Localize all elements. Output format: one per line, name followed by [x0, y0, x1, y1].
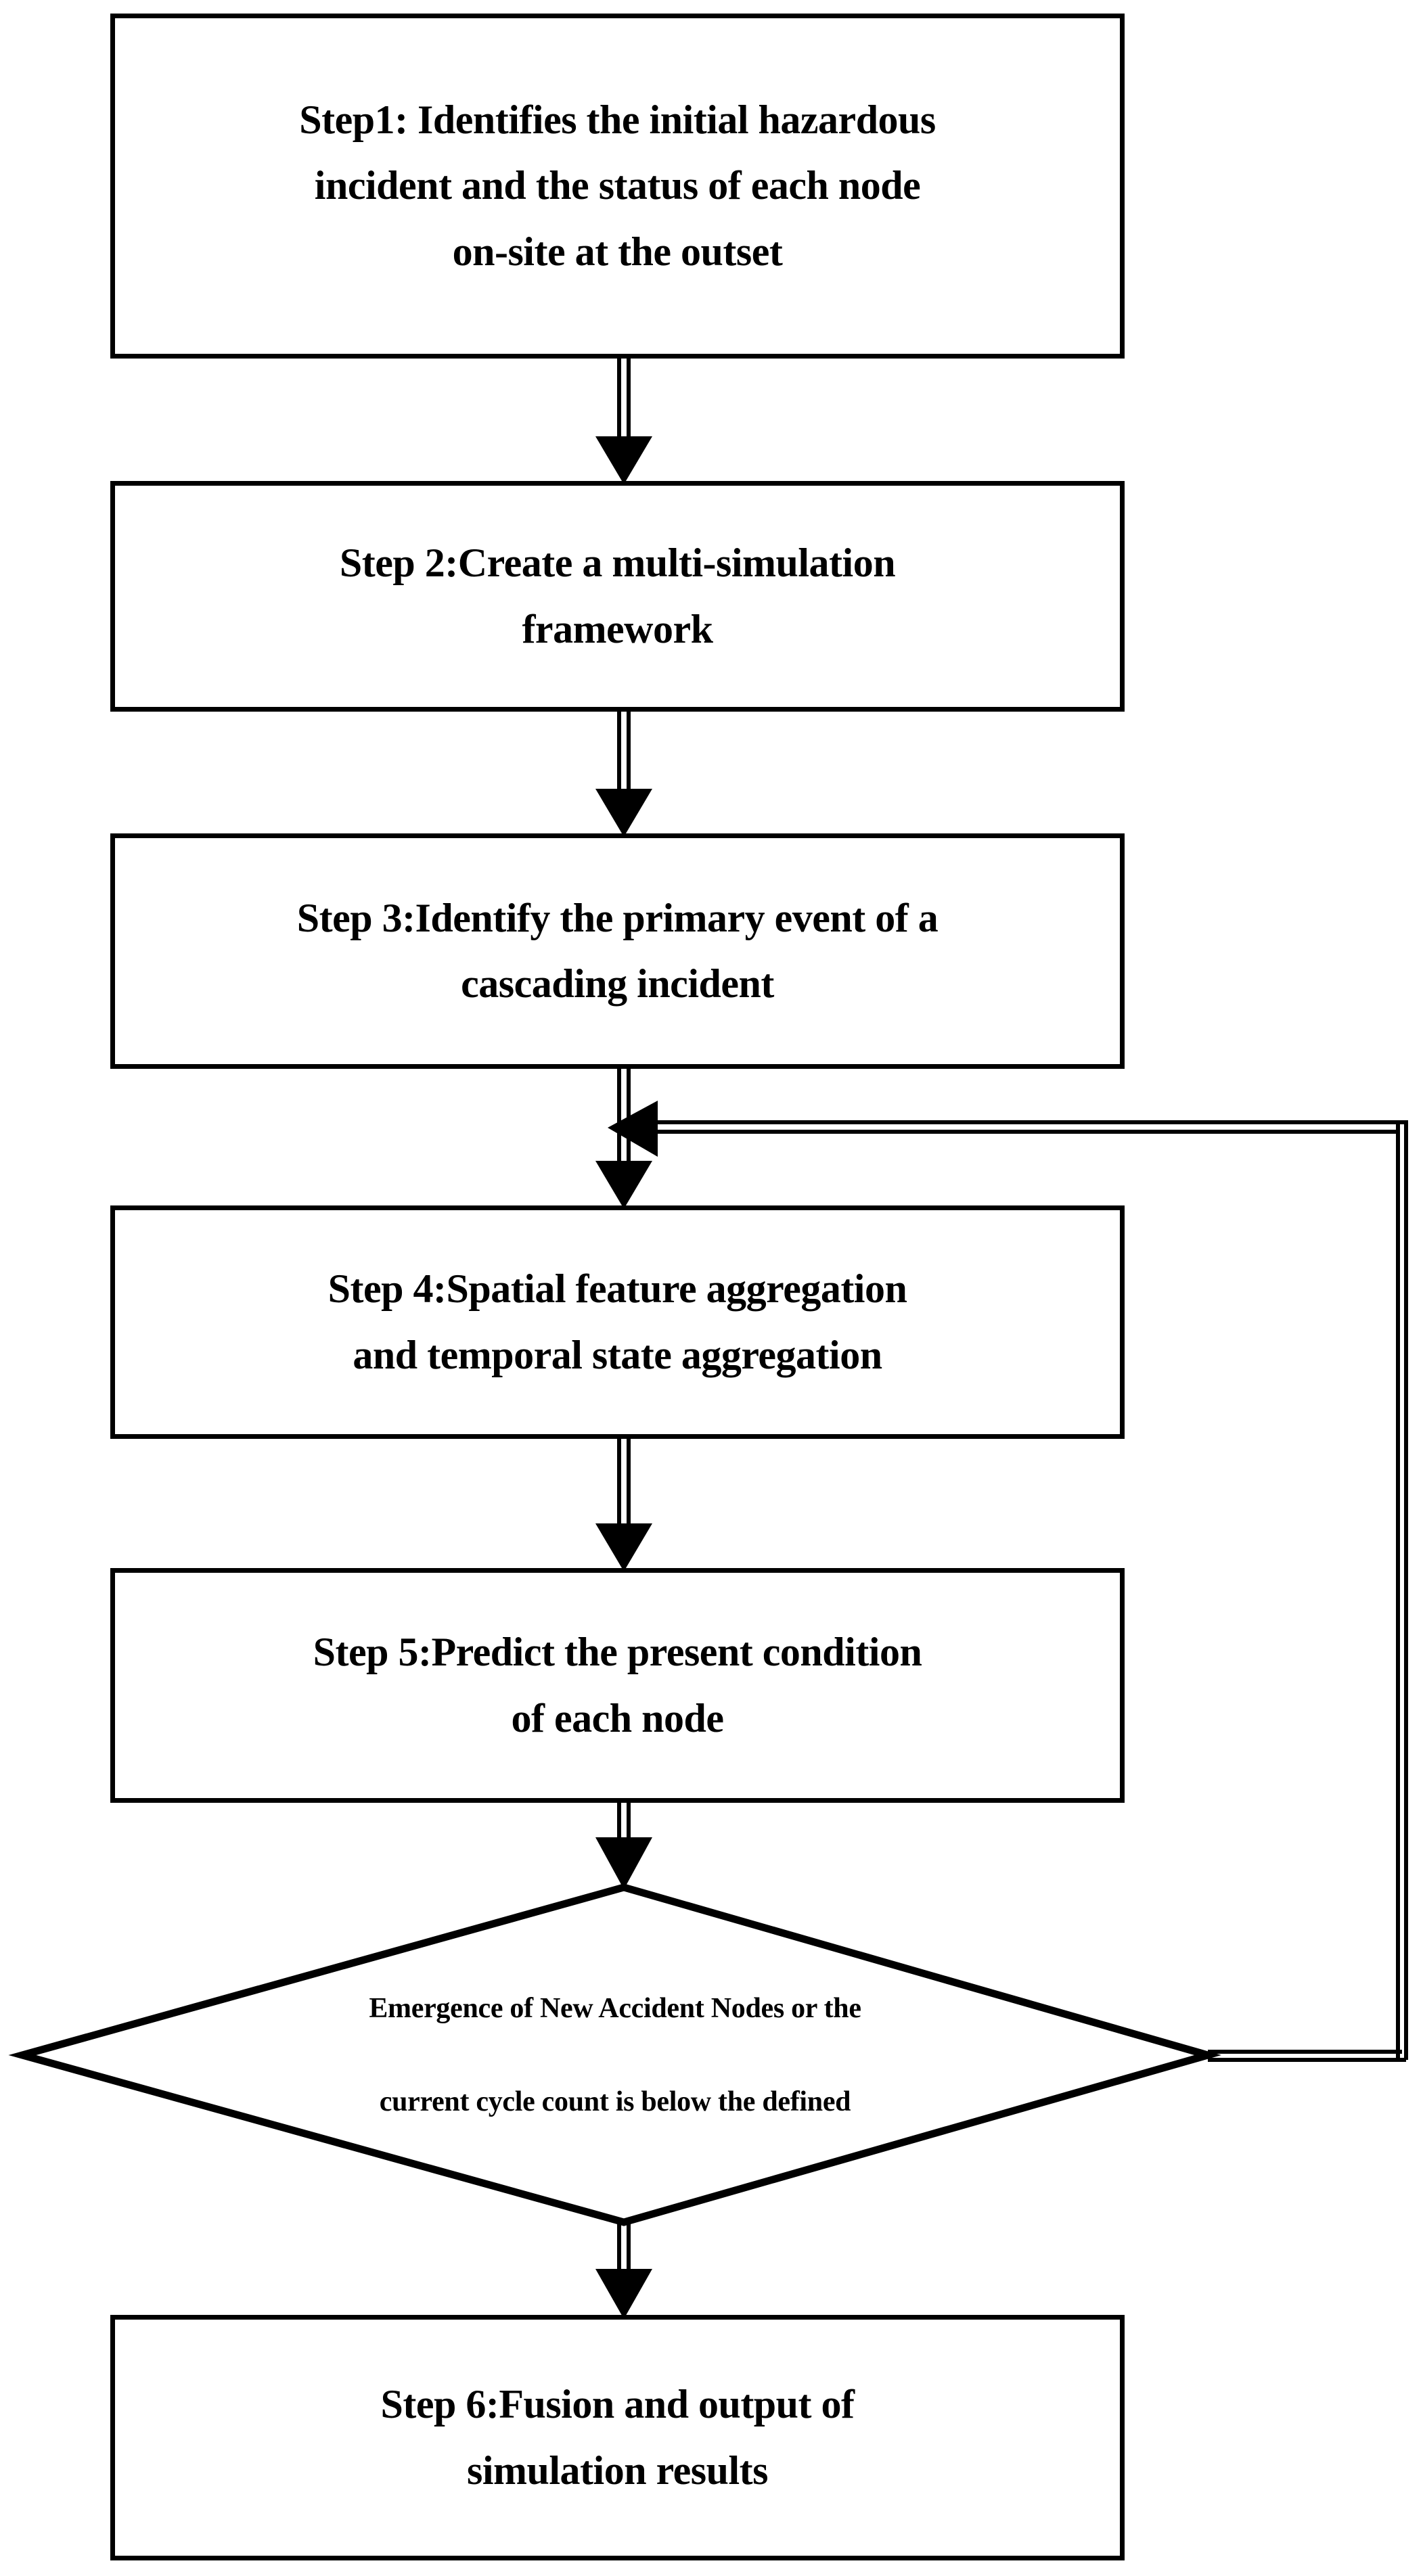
process-box-step5-label: Step 5:Predict the present condition of …	[313, 1630, 922, 1741]
process-box-step6[interactable]: Step 6:Fusion and output of simulation r…	[110, 2315, 1125, 2560]
process-box-step4[interactable]: Step 4:Spatial feature aggregation and t…	[110, 1205, 1125, 1439]
connector-feedback-loop	[608, 1101, 1408, 2062]
process-box-step1[interactable]: Step1: Identifies the initial hazardous …	[110, 14, 1125, 359]
process-box-step4-label: Step 4:Spatial feature aggregation and t…	[327, 1266, 907, 1377]
connector-step2-to-step3	[595, 712, 652, 837]
decision-diamond-shape	[8, 1883, 1221, 2226]
connector-step4-to-step5	[595, 1439, 652, 1571]
process-box-step3-label: Step 3:Identify the primary event of a c…	[296, 895, 939, 1006]
process-box-step6-label: Step 6:Fusion and output of simulation r…	[380, 2382, 855, 2493]
process-box-step2[interactable]: Step 2:Create a multi-simulation framewo…	[110, 481, 1125, 712]
connector-step1-to-step2	[595, 359, 652, 484]
connector-step5-to-decision	[595, 1803, 652, 1889]
process-box-step5[interactable]: Step 5:Predict the present condition of …	[110, 1568, 1125, 1803]
process-box-step2-label: Step 2:Create a multi-simulation framewo…	[339, 540, 896, 651]
process-box-step3[interactable]: Step 3:Identify the primary event of a c…	[110, 833, 1125, 1069]
process-box-step1-label: Step1: Identifies the initial hazardous …	[299, 97, 936, 274]
connector-decision-to-step6	[595, 2222, 652, 2319]
